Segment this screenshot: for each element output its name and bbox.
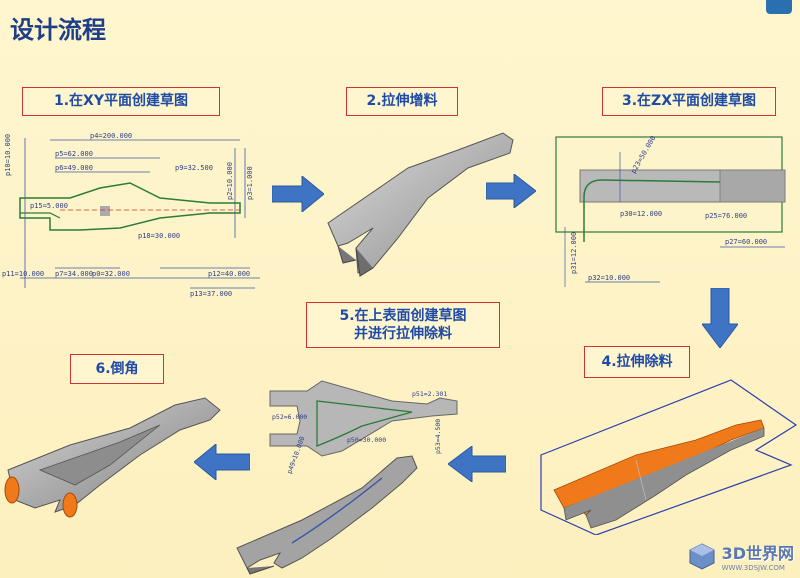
- step-4-label: 4.拉伸除料: [584, 346, 690, 378]
- step-2-label: 2.拉伸增料: [346, 87, 458, 116]
- dim-p13: p13=37.000: [190, 290, 232, 298]
- arrow-left-icon: [448, 446, 506, 482]
- sketch-top-drawing: p52=6.000 p49=10.000 p50=30.000 p53=4.50…: [269, 380, 458, 475]
- watermark-sub: WWW.3DSJW.COM: [721, 564, 785, 572]
- sketch-zx-drawing: p23=50.000 p30=12.000 p25=76.000 p27=60.…: [555, 134, 786, 287]
- dim-p27: p27=60.000: [725, 238, 767, 246]
- cut-part-drawing: [540, 379, 798, 535]
- dim-p12: p12=40.000: [208, 270, 250, 278]
- dim-p51: p51=2.301: [412, 390, 447, 398]
- step-3-label: 3.在ZX平面创建草图: [602, 87, 776, 116]
- result-part-drawing: [236, 455, 418, 575]
- cube-logo-icon: [689, 543, 715, 570]
- dim-p3: p3=1.000: [246, 166, 254, 200]
- arrow-down-icon: [702, 288, 738, 348]
- step-1-label: 1.在XY平面创建草图: [22, 87, 220, 116]
- dim-p53: p53=4.500: [434, 419, 442, 454]
- dim-p7: p7=34.000: [55, 270, 93, 278]
- chamfered-part-drawing: [4, 397, 221, 518]
- sketch-xy-drawing: p4=200.000 p5=62.000 p6=49.000 p9=32.500…: [2, 132, 260, 298]
- dim-p25: p25=76.000: [705, 212, 747, 220]
- dim-p32: p32=10.000: [588, 274, 630, 282]
- watermark-main: 3D世界网: [721, 544, 794, 563]
- dim-p31: p31=12.000: [570, 232, 578, 274]
- dim-p0: p0=32.000: [92, 270, 130, 278]
- dim-p50: p50=30.000: [347, 436, 386, 444]
- step-6-label: 6.倒角: [70, 354, 164, 384]
- arrow-left-icon: [194, 444, 250, 480]
- dim-p11: p11=10.000: [2, 270, 44, 278]
- dim-p6: p6=49.000: [55, 164, 93, 172]
- dim-p10: p10=10.000: [4, 134, 12, 176]
- step-5-line-2: 并进行拉伸除料: [354, 326, 452, 342]
- dim-p15: p15=5.000: [30, 202, 68, 210]
- page-title: 设计流程: [10, 16, 106, 44]
- dim-p52: p52=6.000: [272, 413, 307, 421]
- dim-p23: p23=50.000: [629, 134, 657, 175]
- step-5-label: 5.在上表面创建草图 并进行拉伸除料: [306, 302, 500, 348]
- dim-p2: p2=10.000: [226, 162, 234, 200]
- dim-p4: p4=200.000: [90, 132, 132, 140]
- arrow-right-icon: [486, 174, 536, 208]
- watermark: 3D世界网 WWW.3DSJW.COM: [688, 540, 794, 572]
- dim-p18: p18=30.000: [138, 232, 180, 240]
- corner-logo-icon: [766, 0, 792, 14]
- arrow-right-icon: [272, 176, 324, 212]
- extruded-part-drawing: [327, 132, 514, 277]
- dim-p5: p5=62.000: [55, 150, 93, 158]
- step-5-line-1: 5.在上表面创建草图: [339, 307, 467, 324]
- dim-p9: p9=32.500: [175, 164, 213, 172]
- dim-p30: p30=12.000: [620, 210, 662, 218]
